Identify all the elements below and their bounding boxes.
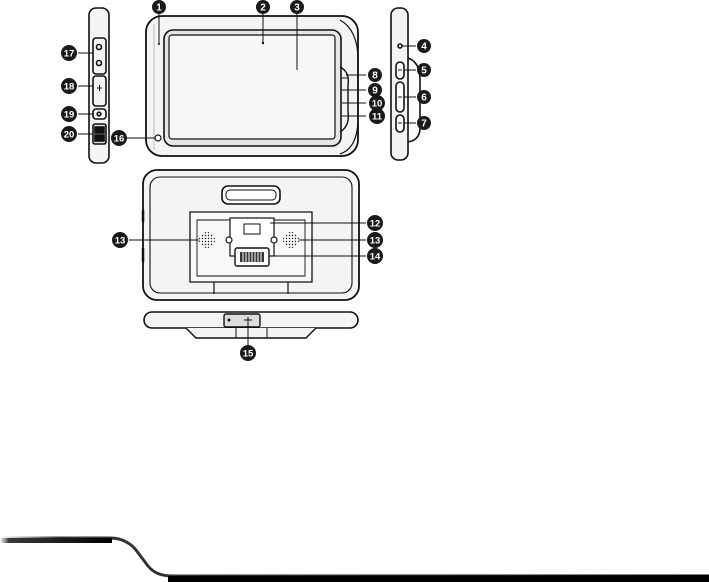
callout-10-label: 10 bbox=[372, 99, 383, 110]
callout-6: 6 bbox=[417, 90, 431, 104]
callout-7-label: 7 bbox=[421, 119, 427, 130]
callout-3-label: 3 bbox=[294, 3, 300, 14]
callout-14: 14 bbox=[367, 248, 383, 264]
front-view bbox=[146, 16, 358, 156]
callout-19: 19 bbox=[61, 106, 77, 122]
callout-5: 5 bbox=[417, 63, 431, 77]
callout-14-label: 14 bbox=[370, 252, 381, 263]
bottom-view bbox=[144, 312, 358, 338]
callout-17: 17 bbox=[61, 45, 77, 61]
callout-7: 7 bbox=[417, 116, 431, 130]
callout-4-label: 4 bbox=[421, 42, 427, 53]
callout-2-label: 2 bbox=[260, 3, 266, 14]
callout-13-right: 13 bbox=[367, 232, 383, 248]
callout-16-label: 16 bbox=[114, 134, 125, 145]
callout-11-label: 11 bbox=[372, 112, 383, 123]
callout-8: 8 bbox=[368, 68, 382, 82]
callout-20: 20 bbox=[61, 126, 77, 142]
callout-3: 3 bbox=[290, 0, 304, 14]
callout-12-label: 12 bbox=[370, 219, 381, 230]
callout-11: 11 bbox=[369, 108, 385, 124]
callout-17-label: 17 bbox=[64, 49, 75, 60]
callout-16: 16 bbox=[111, 130, 127, 146]
callout-13-left: 13 bbox=[112, 232, 128, 248]
right-side-view bbox=[391, 8, 420, 160]
callout-19-label: 19 bbox=[64, 110, 75, 121]
callout-13-right-label: 13 bbox=[370, 236, 381, 247]
callout-1-label: 1 bbox=[156, 3, 162, 14]
footer-decoration bbox=[0, 538, 709, 582]
callout-8-label: 8 bbox=[372, 71, 378, 82]
callout-9-label: 9 bbox=[372, 86, 378, 97]
callout-13-left-label: 13 bbox=[115, 236, 126, 247]
callout-15-label: 15 bbox=[243, 349, 254, 360]
callout-1: 1 bbox=[152, 0, 166, 14]
callout-15: 15 bbox=[240, 345, 256, 361]
callout-20-label: 20 bbox=[64, 130, 75, 141]
back-view bbox=[143, 170, 359, 300]
callout-6-label: 6 bbox=[421, 93, 427, 104]
callout-18-label: 18 bbox=[64, 82, 75, 93]
callout-2: 2 bbox=[256, 0, 270, 14]
callout-18: 18 bbox=[61, 78, 77, 94]
callout-12: 12 bbox=[367, 215, 383, 231]
callout-5-label: 5 bbox=[421, 66, 427, 77]
callout-4: 4 bbox=[417, 39, 431, 53]
callout-9: 9 bbox=[368, 83, 382, 97]
